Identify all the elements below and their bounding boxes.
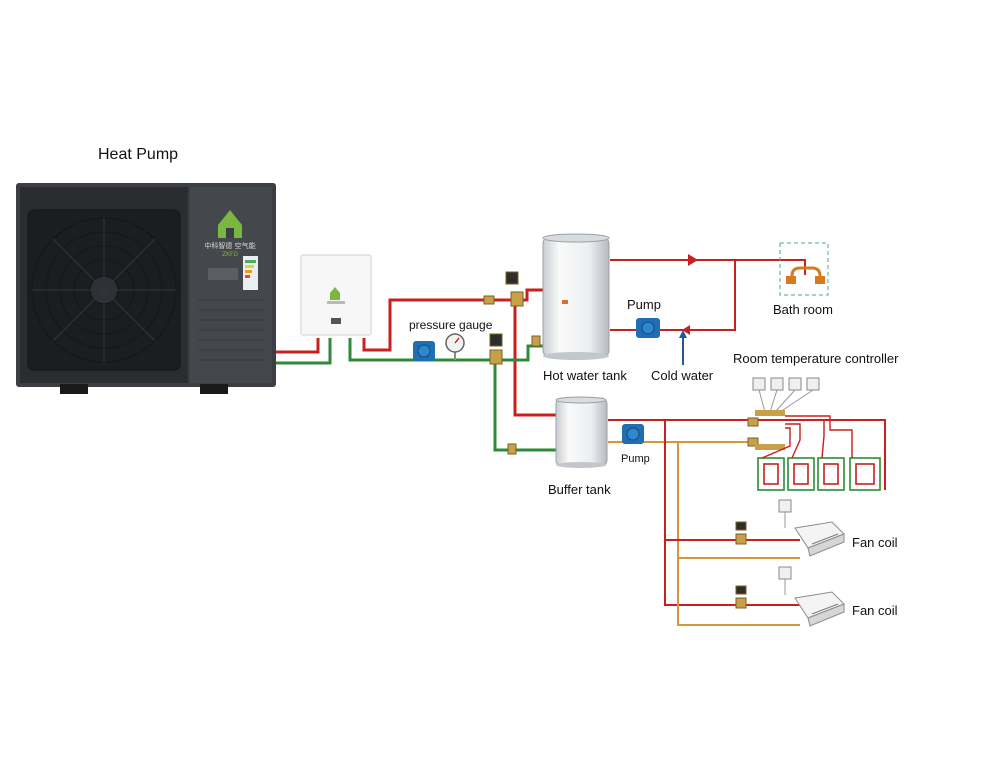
valves [483, 271, 759, 609]
pipe-green-hp-return [275, 338, 332, 365]
pump-label-top: Pump [627, 297, 661, 312]
pipe-red-main [362, 298, 565, 417]
pump-label-bottom: Pump [621, 453, 650, 465]
buffer-tank-label: Buffer tank [548, 482, 611, 497]
thermostat-wires [758, 389, 814, 595]
foot-right [200, 384, 228, 394]
bath-room-label: Bath room [773, 302, 833, 317]
valve-icon [505, 271, 519, 285]
valve-icon [735, 521, 747, 531]
pipe-orange-fan-return [677, 442, 800, 626]
fan-coil-label-1: Fan coil [852, 535, 898, 550]
cold-water-label: Cold water [651, 368, 714, 383]
valve-icon [747, 417, 759, 427]
heat-pump-logo: 中科智德 空气能 ZKFD [204, 210, 256, 258]
foot-left [60, 384, 88, 394]
cold-water-arrow-icon [679, 330, 687, 338]
pipe-red-bath [735, 259, 806, 275]
valve-icon [510, 291, 524, 307]
valve-icon [489, 349, 503, 365]
logo-sub: ZKFD [222, 251, 238, 258]
valve-icon [735, 533, 747, 545]
thermostat-icon [806, 377, 820, 391]
floor-manifold [755, 410, 785, 450]
valve-icon [489, 333, 503, 347]
pipe-red-hp-supply [275, 338, 320, 354]
fan-coil-unit-2 [794, 591, 845, 627]
hot-water-tank [542, 233, 610, 360]
flow-arrow-icon [688, 254, 698, 266]
room-temperature-controller-label: Room temperature controller [733, 351, 899, 366]
buffer-tank [555, 396, 608, 468]
pump-icon-main [413, 341, 435, 361]
thermostat-icon [752, 377, 766, 391]
valve-icon [747, 437, 759, 447]
valve-icon [735, 585, 747, 595]
thermostat-icon [778, 566, 792, 580]
pipe-red-fan-feed [664, 420, 800, 606]
pipe-red-distribution [608, 419, 886, 490]
fan-blade-lines [32, 218, 176, 362]
valve-icon [531, 335, 541, 347]
pump-icon-buffer [622, 424, 644, 444]
valve-icon [735, 597, 747, 609]
thermostat-icon [778, 499, 792, 513]
logo-text: 中科智德 空气能 [204, 241, 255, 250]
pressure-gauge-label: pressure gauge [409, 318, 493, 332]
valve-icon [507, 443, 517, 455]
thermostat-icon [788, 377, 802, 391]
bath-room-fixture [779, 242, 829, 296]
fan-coil-label-2: Fan coil [852, 603, 898, 618]
side-vents [198, 299, 265, 361]
pump-icon-hot-water [636, 318, 660, 338]
fan-coil-unit-1 [794, 521, 845, 557]
valve-icon [483, 295, 495, 305]
heat-pump-label: Heat Pump [98, 146, 179, 163]
room-thermostats [752, 377, 820, 580]
floor-heating-loops [757, 457, 881, 491]
handle-recess [208, 268, 238, 280]
heat-pump-unit: 中科智德 空气能 ZKFD [16, 183, 276, 394]
pipe-red-hot-out [610, 259, 736, 331]
hydro-module [300, 254, 372, 336]
flow-arrow-icon [682, 325, 690, 335]
pressure-gauge-icon [445, 333, 465, 360]
pipe-green-buffer [493, 360, 565, 452]
hot-water-tank-label: Hot water tank [543, 368, 627, 383]
thermostat-icon [770, 377, 784, 391]
manifold-feed-lines [761, 415, 853, 459]
